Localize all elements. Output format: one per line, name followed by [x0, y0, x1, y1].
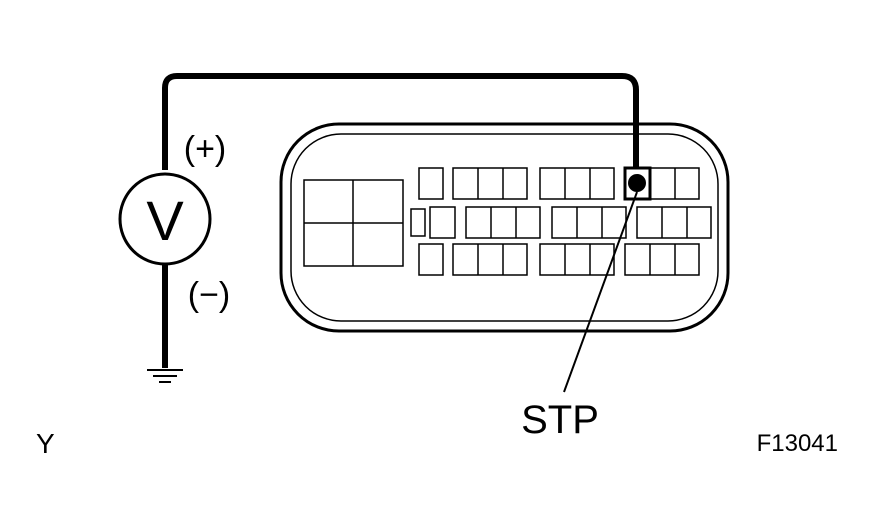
- voltmeter: V: [118, 172, 212, 266]
- negative-polarity-label: (−): [188, 276, 231, 314]
- probe-contact-dot: [628, 174, 646, 192]
- stp-terminal-highlight: [623, 166, 652, 201]
- connector-key-block: [303, 179, 404, 267]
- connector-terminals: [410, 167, 712, 276]
- stp-terminal-label: STP: [521, 398, 599, 442]
- positive-polarity-label: (+): [184, 130, 227, 168]
- footer-left-code: Y: [36, 428, 55, 459]
- connector-housing: [279, 122, 730, 333]
- figure-id: F13041: [757, 430, 838, 457]
- positive-test-lead: [162, 73, 639, 183]
- ground-symbol: [147, 369, 183, 383]
- stp-leader-line: [563, 191, 638, 393]
- voltmeter-symbol: V: [146, 189, 184, 252]
